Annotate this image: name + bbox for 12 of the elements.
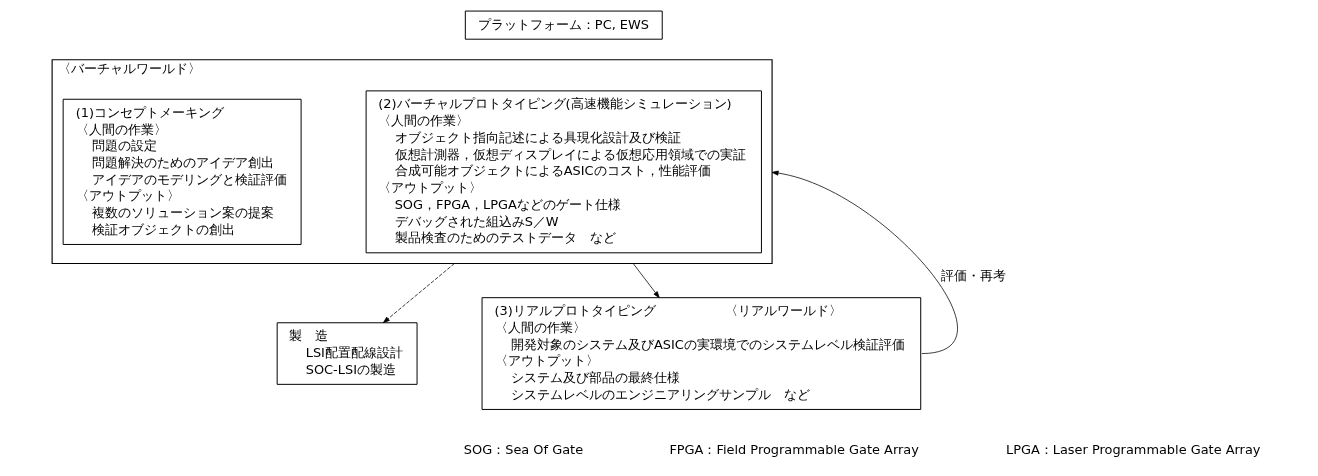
arrow bbox=[771, 170, 958, 354]
node-box: 製 造 LSI配置配線設計 SOC-LSIの製造 bbox=[276, 322, 418, 385]
node-box: (3)リアルプロトタイピング 〈リアルワールド〉 〈人間の作業〉 開発対象のシステム及びASICの実環境でのシステムレベル検証評価 〈アウトプット〉 システム及び部品の最終仕様 システムレベルのエンジニアリングサンプル など bbox=[481, 297, 922, 410]
edge-label: 評価・再考 bbox=[941, 267, 1007, 283]
label: LPGA：Laser Programmable Gate Array bbox=[1005, 442, 1261, 458]
arrow bbox=[632, 263, 660, 299]
arrow bbox=[382, 263, 455, 324]
node-box: (1)コンセプトメーキング 〈人間の作業〉 問題の設定 問題解決のためのアイデア創出 アイデアのモデリングと検証評価 〈アウトプット〉 複数のソリューション案の提案 検証オブジェクトの創出 bbox=[62, 98, 302, 245]
node-box: プラットフォーム：PC, EWS bbox=[464, 10, 663, 40]
label: FPGA：Field Programmable Gate Array bbox=[669, 442, 919, 458]
node-box: (2)バーチャルプロトタイピング(高速機能シミュレーション) 〈人間の作業〉 オブジェクト指向記述による具現化設計及び検証 仮想計測器，仮想ディスプレイによる仮想応用領域での実証 合成可能オブジェクトによるASICのコスト，性能評価 〈アウトプット〉 SOG，FPGA，LPGAなどのゲート仕様 デバッグされた組込みS／W 製品検査のためのテストデータ など bbox=[365, 90, 762, 254]
label: SOG：Sea Of Gate bbox=[463, 442, 584, 458]
